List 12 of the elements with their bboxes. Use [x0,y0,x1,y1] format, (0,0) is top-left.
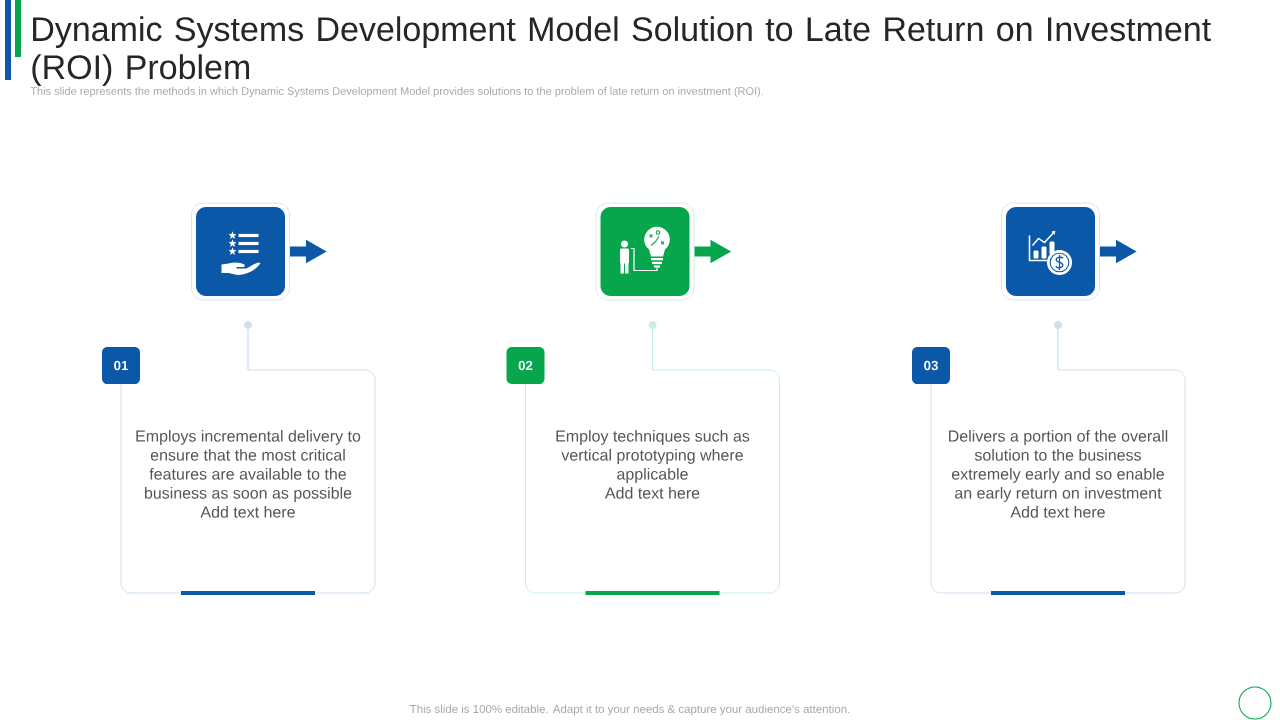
icon-tile [1001,202,1100,301]
number-badge: 01 [102,347,140,384]
icon-tile [191,202,290,301]
icon-tile [595,202,695,301]
connector-line [247,328,249,371]
number-badge: 02 [506,347,545,384]
subtitle: This slide represents the methods in which Dynamic Systems Development Model provides solutions to the problem of late return on investment (ROI). [30,86,763,98]
connector-line [1057,328,1059,371]
title: Dynamic Systems Development Model Solution to Late Return on Investment (ROI) Problem [32,16,1211,86]
footer-note: This slide is 100% editable. Adapt it to your needs & capture your audience’s attention. [409,704,850,716]
number-badge: 03 [912,347,950,384]
connector-line [652,328,653,371]
